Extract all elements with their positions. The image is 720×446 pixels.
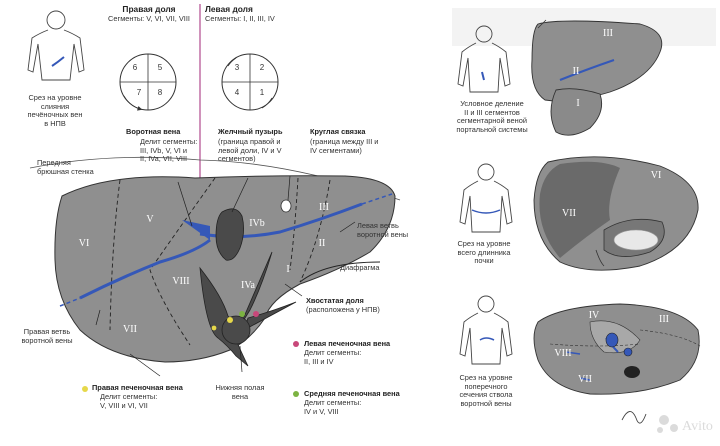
cut-mark-2 (471, 209, 501, 214)
body-figure-1 (457, 25, 511, 93)
right-lobe-segments: Сегменты: V, VI, VII, VIII (108, 14, 190, 23)
left-hepatic-vein-title: Левая печеночная вена (304, 339, 391, 348)
body-top-cut-mark (51, 56, 65, 67)
seg-viii: VIII (172, 276, 190, 287)
s2-seg-vii: VII (562, 208, 576, 219)
caudate-lobe-title: Хвостатая доля (306, 296, 364, 305)
section-3 (533, 303, 701, 395)
middle-hepatic-vein-desc: Делит сегменты: IV и V, VIII (304, 398, 362, 416)
left-lobe-circle (221, 53, 279, 111)
left-hepatic-dot (253, 311, 259, 317)
caudate-lobe-desc: (расположена у НПВ) (306, 305, 380, 314)
gallbladder-title: Желчный пузырь (218, 127, 283, 136)
seg-vi: VI (78, 238, 90, 249)
diaphragm-line (299, 261, 381, 283)
seg-vii: VII (123, 324, 137, 335)
circle-num: 2 (259, 63, 265, 72)
legend-dot-middle (293, 391, 299, 397)
right-hepatic-dot-2 (211, 325, 217, 331)
round-ligament-title: Круглая связка (310, 127, 366, 136)
right-lobe-circle (119, 53, 177, 111)
right-caption-3: Срез на уровне поперечного сечения ствол… (459, 373, 513, 408)
legend-dot-left (293, 341, 299, 347)
left-hepatic-vein-desc: Делит сегменты: II, III и IV (304, 348, 362, 366)
avito-watermark-logo: Avito (657, 415, 713, 434)
right-caption-1: Условное деление II и III сегментов сегм… (456, 99, 528, 134)
diaphragm-label: Диафрагма (340, 263, 380, 272)
right-lobe-title: Правая доля (122, 4, 176, 14)
pointer-lines (95, 175, 356, 377)
seg-ii: II (318, 238, 326, 249)
seg-ivb: IVb (249, 218, 265, 229)
circle-num: 6 (132, 63, 138, 72)
body-silhouette-top (27, 10, 85, 81)
left-lobe-title: Левая доля (205, 4, 253, 14)
seg-iii: III (319, 202, 329, 213)
circle-num: 8 (157, 88, 163, 97)
hepatic-veins-ivc (199, 251, 297, 367)
s3-seg-vii: VII (578, 374, 592, 385)
left-portal-branch-label: Левая ветвь воротной вены (357, 221, 409, 239)
gallbladder-desc: (граница правой и левой доли, IV и V сег… (218, 137, 282, 164)
legend-dot-right (82, 386, 88, 392)
right-portal-branch-label: Правая ветвь воротной вены (21, 327, 73, 345)
left-lobe-segments: Сегменты: I, II, III, IV (205, 14, 275, 23)
s1-seg-iii: III (603, 28, 613, 39)
portal-vein-title: Воротная вена (126, 127, 181, 136)
svg-text:Avito: Avito (682, 419, 713, 434)
seg-v: V (146, 214, 154, 225)
body-top-caption: Срез на уровне слияния печёночных вен в … (27, 93, 83, 128)
right-caption-2: Срез на уровне всего длинника почки (457, 239, 511, 266)
circle-num: 5 (157, 63, 163, 72)
seg-iva: IVa (241, 280, 255, 291)
round-ligament-desc: (граница между III и IV сегментами) (310, 137, 379, 155)
ivc-label: Нижняя полая вена (215, 383, 265, 401)
circle-num: 1 (259, 88, 265, 97)
gallbladder-shape (215, 208, 244, 261)
circle-num: 4 (234, 88, 240, 97)
right-hepatic-dot (227, 317, 233, 323)
round-ligament-shape (280, 199, 292, 213)
s3-seg-iii: III (659, 314, 669, 325)
section-2 (533, 156, 699, 271)
s3-seg-iv: IV (588, 310, 600, 321)
middle-hepatic-dot (239, 311, 245, 317)
section-1 (531, 19, 663, 136)
s1-seg-ii: II (572, 66, 580, 77)
anterior-wall-label: Передняя брюшная стенка (37, 158, 94, 176)
s1-seg-i: I (576, 98, 580, 109)
circle-num: 7 (136, 88, 142, 97)
portal-vein-desc: Делит сегменты: III, IVb, V, VI и II, IV… (140, 137, 198, 164)
cut-mark-3 (479, 337, 495, 341)
right-hepatic-vein-title: Правая печеночная вена (92, 383, 183, 392)
cut-mark-1 (481, 71, 485, 81)
s2-seg-vi: VI (650, 170, 662, 181)
seg-i: I (286, 264, 290, 275)
circle-num: 3 (234, 63, 240, 72)
body-figure-2 (459, 163, 513, 233)
s3-seg-viii: VIII (554, 348, 572, 359)
body-figure-3 (459, 295, 513, 365)
right-hepatic-vein-desc: Делит сегменты: V, VIII и VI, VII (100, 392, 158, 410)
signature-scribble (621, 411, 647, 424)
middle-hepatic-vein-title: Средняя печеночная вена (304, 389, 400, 398)
